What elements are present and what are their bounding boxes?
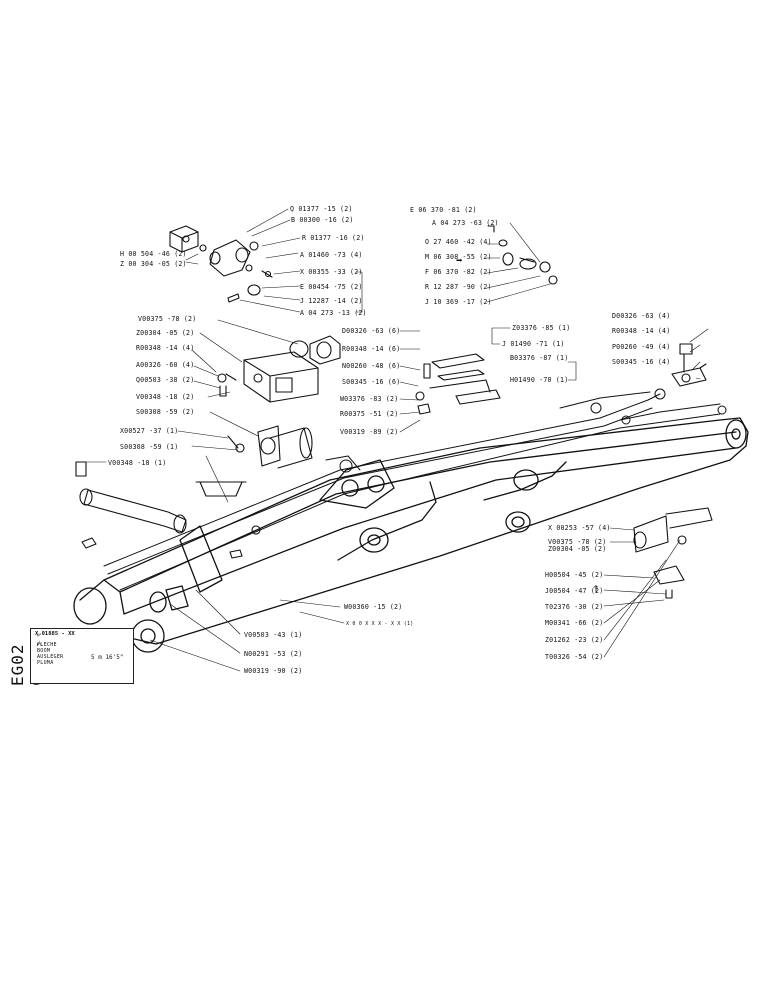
part-label-v00375-left: V00375 -78 (2) xyxy=(138,315,197,323)
left-parts-icon xyxy=(217,335,341,453)
title-plate: X 01885 - XX FLECHE BOOM AUSLEGER PLUMA … xyxy=(30,628,134,684)
leader-lines-top-right xyxy=(486,222,551,303)
part-label-s00345-4: S00345 -16 (4) xyxy=(612,358,671,366)
part-label-n00291: N00291 -53 (2) xyxy=(244,650,303,658)
part-label-j00504: J00504 -47 (2) xyxy=(545,587,604,595)
leader-lines-left xyxy=(79,319,299,503)
left-pin-icon xyxy=(75,461,187,549)
arrow-mark: ➡ xyxy=(456,254,463,267)
part-label-t02376: T02376 -30 (2) xyxy=(545,603,604,611)
part-label-r12287: R 12 287 -90 (2) xyxy=(425,283,492,291)
part-label-x00253: X 00253 -57 (4) xyxy=(548,524,611,532)
part-label-x-boom: X 0 0 X X X - X X (1) xyxy=(346,621,414,627)
plate-line-de: AUSLEGER xyxy=(37,654,64,660)
leader-lines-centre xyxy=(149,327,709,672)
part-label-z00304-top: Z 00 304 -05 (2) xyxy=(120,260,187,268)
part-label-r00348-6: R00348 -14 (6) xyxy=(342,345,401,353)
part-label-v00348-18-2: V00348 -18 (2) xyxy=(136,393,195,401)
leader-lines-top-left xyxy=(185,208,363,313)
part-label-r00375: R00375 -51 (2) xyxy=(340,410,399,418)
pivot-pin-icon xyxy=(257,425,313,469)
part-label-t00326: T00326 -54 (2) xyxy=(545,653,604,661)
part-label-n00260: N00260 -48 (6) xyxy=(342,362,401,370)
part-label-a04273-right: A 04 273 -63 (2) xyxy=(432,219,499,227)
part-label-m06308: M 06 308 -55 (2) xyxy=(425,253,492,261)
part-label-r00348-right: R00348 -14 (4) xyxy=(612,327,671,335)
part-label-e00454: E 00454 -75 (2) xyxy=(300,283,363,291)
part-label-a00326: A00326 -60 (4) xyxy=(136,361,195,369)
plate-size: 5 m 16'5" xyxy=(91,654,124,661)
part-label-w03376: W03376 -83 (2) xyxy=(340,395,399,403)
boom-body-icon xyxy=(73,417,749,653)
pin-assembly-icon xyxy=(415,353,501,415)
part-label-v00319-89: V00319 -89 (2) xyxy=(340,428,399,436)
plate-line-es: PLUMA xyxy=(37,660,54,666)
part-label-w00360: W00360 -15 (2) xyxy=(344,603,403,611)
part-label-z03376: Z03376 -85 (1) xyxy=(512,324,571,332)
part-label-v00375-right: V00375 -78 (2) xyxy=(548,538,607,546)
clamp-icon xyxy=(195,481,261,559)
plate-side-mark: 3- % xyxy=(37,633,43,646)
part-label-a01460: A 01460 -73 (4) xyxy=(300,251,363,259)
part-label-s00308-1: S00308 -59 (1) xyxy=(120,443,179,451)
part-label-v00348-18-1: V00348 -18 (1) xyxy=(108,459,167,467)
drawing-reference: EG02 C01.0 xyxy=(6,602,46,688)
hydraulic-lines-icon xyxy=(103,388,727,591)
part-label-h01490: H01490 -70 (1) xyxy=(510,376,569,384)
part-label-d00326-63-4: D00326 -63 (4) xyxy=(612,312,671,320)
part-label-z00304-right: Z00304 -05 (2) xyxy=(548,545,607,553)
plate-line-en: BOOM xyxy=(37,648,51,654)
part-label-z01262: Z01262 -23 (2) xyxy=(545,636,604,644)
cross-mark: † xyxy=(593,584,600,595)
part-label-b03376: B03376 -87 (1) xyxy=(510,354,569,362)
part-label-j01490: J 01490 -71 (1) xyxy=(502,340,565,348)
part-label-j10369: J 10 369 -17 (2) xyxy=(425,298,492,306)
part-label-a04273-left: A 04 273 -13 (2) xyxy=(300,309,367,317)
part-label-j12287: J 12287 -14 (2) xyxy=(300,297,363,305)
plate-line-fr: FLECHE xyxy=(37,642,57,648)
part-label-r01377: R 01377 -16 (2) xyxy=(302,234,365,242)
part-label-z00304-left: Z00304 -05 (2) xyxy=(136,329,195,337)
part-label-x00527: X00527 -37 (1) xyxy=(120,427,179,435)
part-label-q00503: Q00503 -38 (2) xyxy=(136,376,195,384)
part-label-v00503: V00503 -43 (1) xyxy=(244,631,303,639)
hose-fitting-icon xyxy=(209,239,273,303)
part-label-h00504-right: H00504 -45 (2) xyxy=(545,571,604,579)
part-label-p00260: P00260 -49 (4) xyxy=(612,343,671,351)
bolt-group-right-icon xyxy=(671,343,707,387)
part-label-s00308-2: S00308 -59 (2) xyxy=(136,408,195,416)
valve-block-icon xyxy=(169,225,207,253)
bracket-lower-right-icon xyxy=(633,507,713,599)
part-label-s00345-6: S00345 -16 (6) xyxy=(342,378,401,386)
part-label-h00504-top: H 00 504 -46 (2) xyxy=(120,250,187,258)
part-label-m00341: M00341 -66 (2) xyxy=(545,619,604,627)
part-label-o27460: O 27 460 -42 (4) xyxy=(425,238,492,246)
part-label-q01377: Q 01377 -15 (2) xyxy=(290,205,353,213)
part-label-w00319-90: W00319 -90 (2) xyxy=(244,667,303,675)
part-label-d00326-63-6: D00326 -63 (6) xyxy=(342,327,401,335)
part-label-r00348-left: R00348 -14 (4) xyxy=(136,344,195,352)
part-label-b00300: B 00300 -16 (2) xyxy=(291,216,354,224)
part-label-x00355: X 00355 -33 (2) xyxy=(300,268,363,276)
fitting-parts-icon xyxy=(487,225,558,285)
part-label-e06370-81: E 06 370 -81 (2) xyxy=(410,206,477,214)
part-label-f06370: F 06 370 -82 (2) xyxy=(425,268,492,276)
plate-part-number: X 01885 - XX xyxy=(35,631,75,637)
